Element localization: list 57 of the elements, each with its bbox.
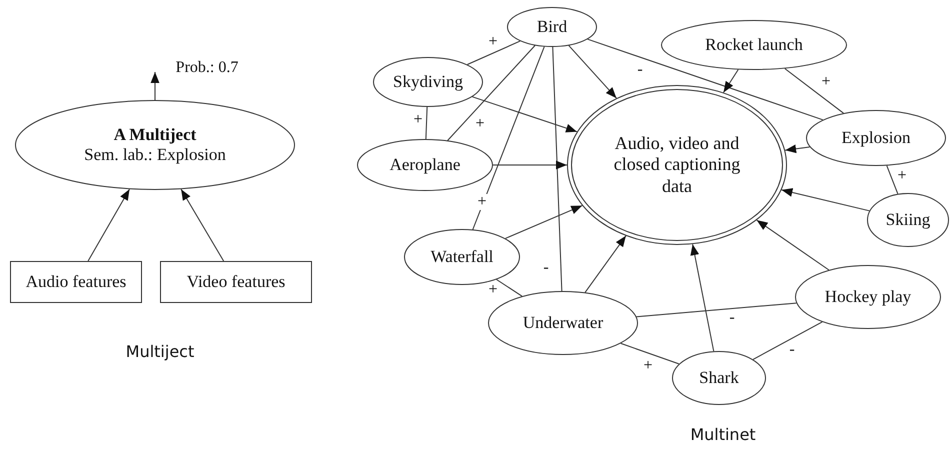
node-label: Rocket launch bbox=[705, 34, 803, 56]
edge-label: + bbox=[476, 194, 488, 210]
node-label: Sem. lab.: Explosion bbox=[84, 145, 226, 166]
arrow bbox=[784, 144, 810, 154]
ellipse-node bbox=[661, 20, 847, 70]
ellipse-node bbox=[507, 7, 597, 47]
node-label: Shark bbox=[699, 368, 739, 388]
data-ellipse bbox=[567, 85, 787, 245]
feature-box bbox=[10, 261, 142, 303]
connector-line bbox=[425, 106, 428, 140]
connector-line bbox=[466, 40, 521, 65]
connector-line bbox=[752, 321, 823, 360]
arrow bbox=[492, 160, 568, 170]
node-label: Skiing bbox=[886, 210, 930, 230]
node-label: Underwater bbox=[522, 312, 604, 334]
ellipse-node bbox=[672, 351, 766, 405]
node-label: Bird bbox=[536, 16, 568, 38]
feature-box bbox=[160, 261, 312, 303]
caption: Multinet bbox=[690, 425, 756, 444]
ellipse-node bbox=[488, 291, 638, 355]
arrow bbox=[504, 205, 583, 239]
node-label: Audio features bbox=[26, 272, 126, 292]
arrow bbox=[150, 72, 160, 100]
arrow bbox=[781, 188, 870, 212]
node-label: Explosion bbox=[842, 128, 910, 148]
node-label: Waterfall bbox=[430, 246, 494, 268]
ellipse-node bbox=[867, 193, 949, 247]
node-label: Audio, video and closed captioning data bbox=[612, 132, 742, 198]
connector-line bbox=[784, 68, 844, 114]
connector-line bbox=[472, 46, 545, 230]
node-label: Skydiving bbox=[393, 72, 463, 92]
connector-line bbox=[886, 165, 898, 194]
node-title: A Multiject bbox=[114, 124, 196, 145]
node-label: Aeroplane bbox=[390, 154, 460, 176]
arrow bbox=[180, 188, 224, 262]
connector-line bbox=[636, 302, 797, 318]
arrow bbox=[472, 96, 578, 132]
connector-line bbox=[552, 46, 562, 292]
ellipse-node bbox=[806, 110, 946, 166]
node-label: Hockey play bbox=[824, 286, 912, 308]
ellipse-node bbox=[404, 229, 520, 285]
arrow bbox=[88, 188, 130, 262]
arrow bbox=[584, 235, 626, 293]
arrow bbox=[723, 69, 739, 93]
ellipse-node bbox=[357, 139, 493, 191]
ellipse-node bbox=[15, 100, 295, 190]
arrow bbox=[568, 45, 617, 99]
connector-line bbox=[587, 38, 824, 120]
ellipse-node bbox=[373, 57, 483, 107]
connector-line bbox=[620, 342, 680, 364]
node-label: Video features bbox=[186, 272, 286, 292]
arrow bbox=[690, 244, 714, 352]
ellipse-node bbox=[795, 265, 941, 329]
arrow bbox=[756, 220, 830, 270]
connector-line bbox=[447, 45, 536, 141]
connector-line bbox=[496, 279, 522, 297]
caption: Multiject bbox=[126, 342, 194, 361]
